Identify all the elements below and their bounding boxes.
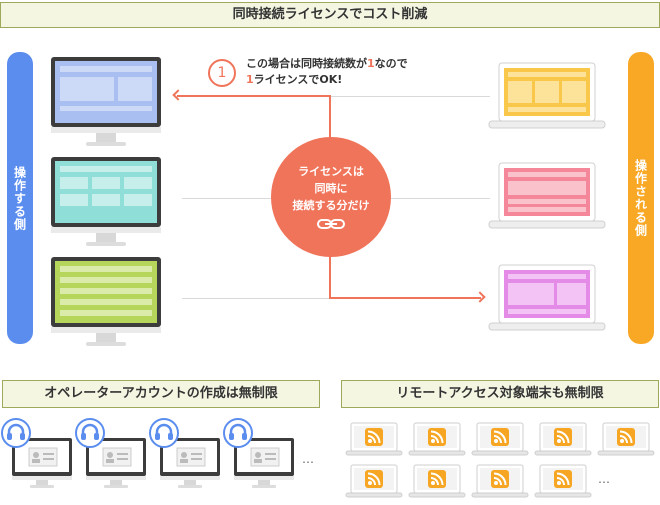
arrow-right-icon bbox=[474, 291, 486, 303]
operating-side-bar: 操作する側 bbox=[7, 52, 33, 344]
laptop-yellow bbox=[488, 62, 606, 129]
target-laptop bbox=[471, 422, 529, 456]
broadcast-icon bbox=[365, 428, 383, 446]
target-laptop bbox=[408, 464, 466, 498]
arrow-left-icon bbox=[172, 89, 184, 101]
title-banner: 同時接続ライセンスでコスト削減 bbox=[0, 2, 660, 28]
target-laptop bbox=[345, 464, 403, 498]
connector-line-bottom bbox=[182, 298, 330, 299]
license-circle: ライセンスは 同時に 接続する分だけ bbox=[271, 137, 391, 257]
headset-icon bbox=[149, 418, 179, 448]
circle-text-line3: 接続する分だけ bbox=[292, 199, 370, 212]
remote-target-header: リモートアクセス対象端末も無制限 bbox=[341, 380, 659, 408]
connector-line-top bbox=[330, 96, 490, 97]
headset-icon bbox=[223, 418, 253, 448]
circle-text-line1: ライセンスは bbox=[298, 165, 364, 178]
operated-side-bar: 操作される側 bbox=[628, 52, 654, 344]
page-title: 同時接続ライセンスでコスト削減 bbox=[232, 7, 428, 22]
note-text: この場合は同時接続数が1なので 1ライセンスでOK! bbox=[246, 57, 408, 86]
operator-monitor bbox=[75, 418, 150, 490]
laptop-purple bbox=[488, 264, 606, 331]
link-icon bbox=[317, 219, 345, 229]
broadcast-icon bbox=[491, 428, 509, 446]
target-laptop bbox=[345, 422, 403, 456]
active-connection-line-down bbox=[329, 255, 331, 299]
operator-account-header: オペレーターアカウントの作成は無制限 bbox=[2, 380, 320, 408]
broadcast-icon bbox=[428, 428, 446, 446]
connector-line-mid-left bbox=[182, 198, 274, 199]
desktop-monitor-green bbox=[51, 257, 161, 346]
laptop-pink bbox=[488, 162, 606, 229]
operating-side-label: 操作する側 bbox=[12, 165, 27, 231]
headset-icon bbox=[75, 418, 105, 448]
desktop-monitor-blue bbox=[51, 57, 161, 146]
operated-side-label: 操作される側 bbox=[633, 159, 648, 237]
broadcast-icon bbox=[554, 428, 572, 446]
target-laptop bbox=[534, 422, 592, 456]
broadcast-icon bbox=[428, 470, 446, 488]
active-connection-line-top bbox=[177, 95, 331, 97]
target-laptop bbox=[408, 422, 466, 456]
headset-icon bbox=[1, 418, 31, 448]
operator-monitor bbox=[223, 418, 298, 490]
target-list-ellipsis: … bbox=[598, 472, 610, 486]
target-laptop bbox=[471, 464, 529, 498]
broadcast-icon bbox=[554, 470, 572, 488]
target-laptop bbox=[597, 422, 655, 456]
target-laptop bbox=[534, 464, 592, 498]
operator-monitor bbox=[149, 418, 224, 490]
desktop-monitor-teal bbox=[51, 157, 161, 246]
broadcast-icon bbox=[491, 470, 509, 488]
note-number-badge: 1 bbox=[208, 59, 236, 87]
broadcast-icon bbox=[365, 470, 383, 488]
active-connection-line-up bbox=[329, 95, 331, 139]
active-connection-line-bottom bbox=[329, 297, 481, 299]
broadcast-icon bbox=[617, 428, 635, 446]
operator-monitor bbox=[1, 418, 76, 490]
connector-line-mid-right bbox=[390, 198, 490, 199]
operator-list-ellipsis: … bbox=[302, 452, 314, 466]
circle-text-line2: 同時に bbox=[314, 182, 348, 195]
